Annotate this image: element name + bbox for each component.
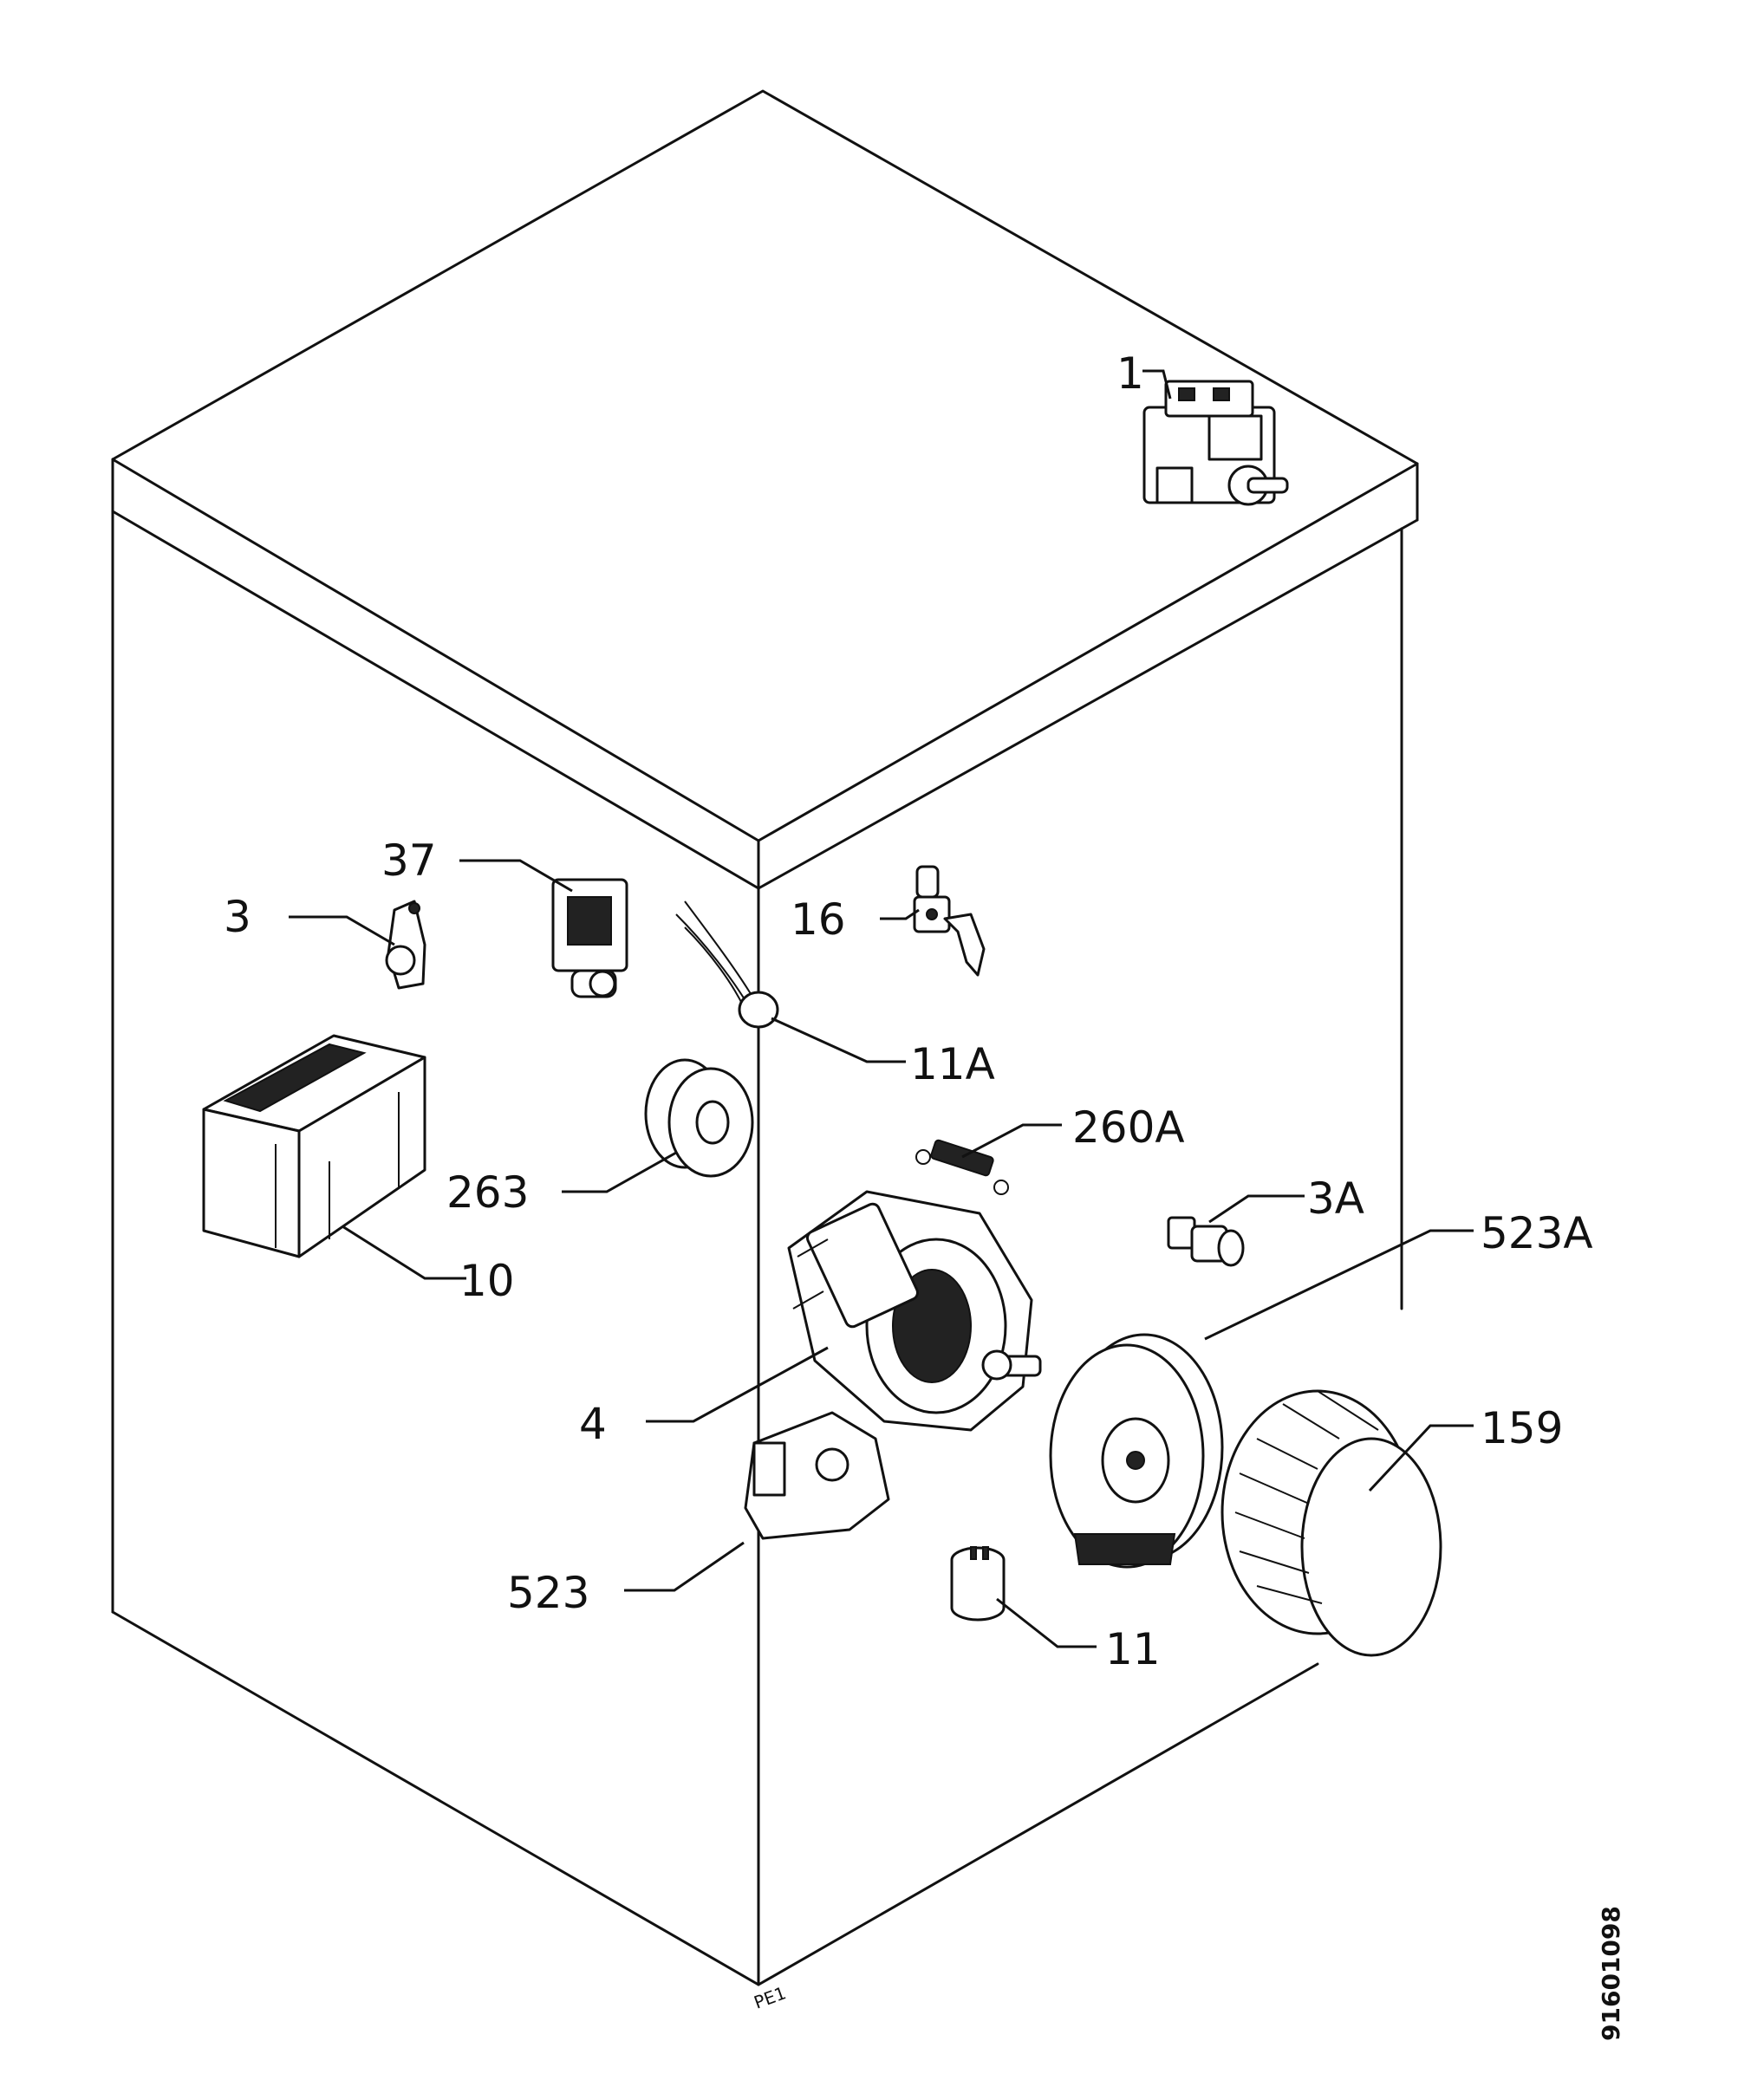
callout-4: 4 bbox=[579, 1399, 607, 1449]
fan-housing-part-523 bbox=[744, 1411, 890, 1540]
callout-3a: 3A bbox=[1307, 1173, 1364, 1224]
fan-rotor-part-523a bbox=[1049, 1333, 1224, 1569]
cabinet-outline bbox=[111, 89, 1419, 1986]
drawing-number: 91601098 bbox=[1597, 1906, 1625, 2041]
callout-10: 10 bbox=[459, 1256, 515, 1306]
callout-16: 16 bbox=[791, 894, 846, 945]
callout-263: 263 bbox=[446, 1167, 529, 1218]
callout-3: 3 bbox=[224, 892, 251, 942]
callout-labels: 1 37 3 16 11A 263 260A 3A 523A 10 4 159 … bbox=[224, 348, 1593, 1674]
blower-wheel-part-159 bbox=[1220, 1389, 1442, 1657]
callout-11a: 11A bbox=[910, 1039, 995, 1089]
callout-1: 1 bbox=[1116, 348, 1144, 399]
callout-523a: 523A bbox=[1481, 1208, 1593, 1258]
leader-lines bbox=[289, 369, 1474, 1648]
thermistor-part-11a bbox=[675, 900, 779, 1029]
corner-mark: PE1 bbox=[752, 1982, 789, 2012]
door-switch-part-3 bbox=[385, 900, 426, 990]
control-box-part-10 bbox=[202, 1034, 426, 1258]
filter-part-37 bbox=[551, 878, 628, 998]
selector-switch-part-1 bbox=[1142, 380, 1289, 506]
callout-11: 11 bbox=[1105, 1624, 1161, 1674]
callout-260a: 260A bbox=[1072, 1102, 1185, 1153]
thermostat-part-16 bbox=[913, 865, 986, 977]
capacitor-part-11 bbox=[950, 1546, 1006, 1622]
sensor-part-3a bbox=[1167, 1216, 1245, 1267]
spring-part-260a bbox=[915, 1139, 1009, 1195]
callout-523: 523 bbox=[507, 1568, 589, 1618]
callout-159: 159 bbox=[1481, 1403, 1563, 1453]
callout-37: 37 bbox=[381, 835, 437, 886]
pulley-part-263 bbox=[644, 1058, 754, 1178]
motor-part-4 bbox=[787, 1190, 1042, 1432]
